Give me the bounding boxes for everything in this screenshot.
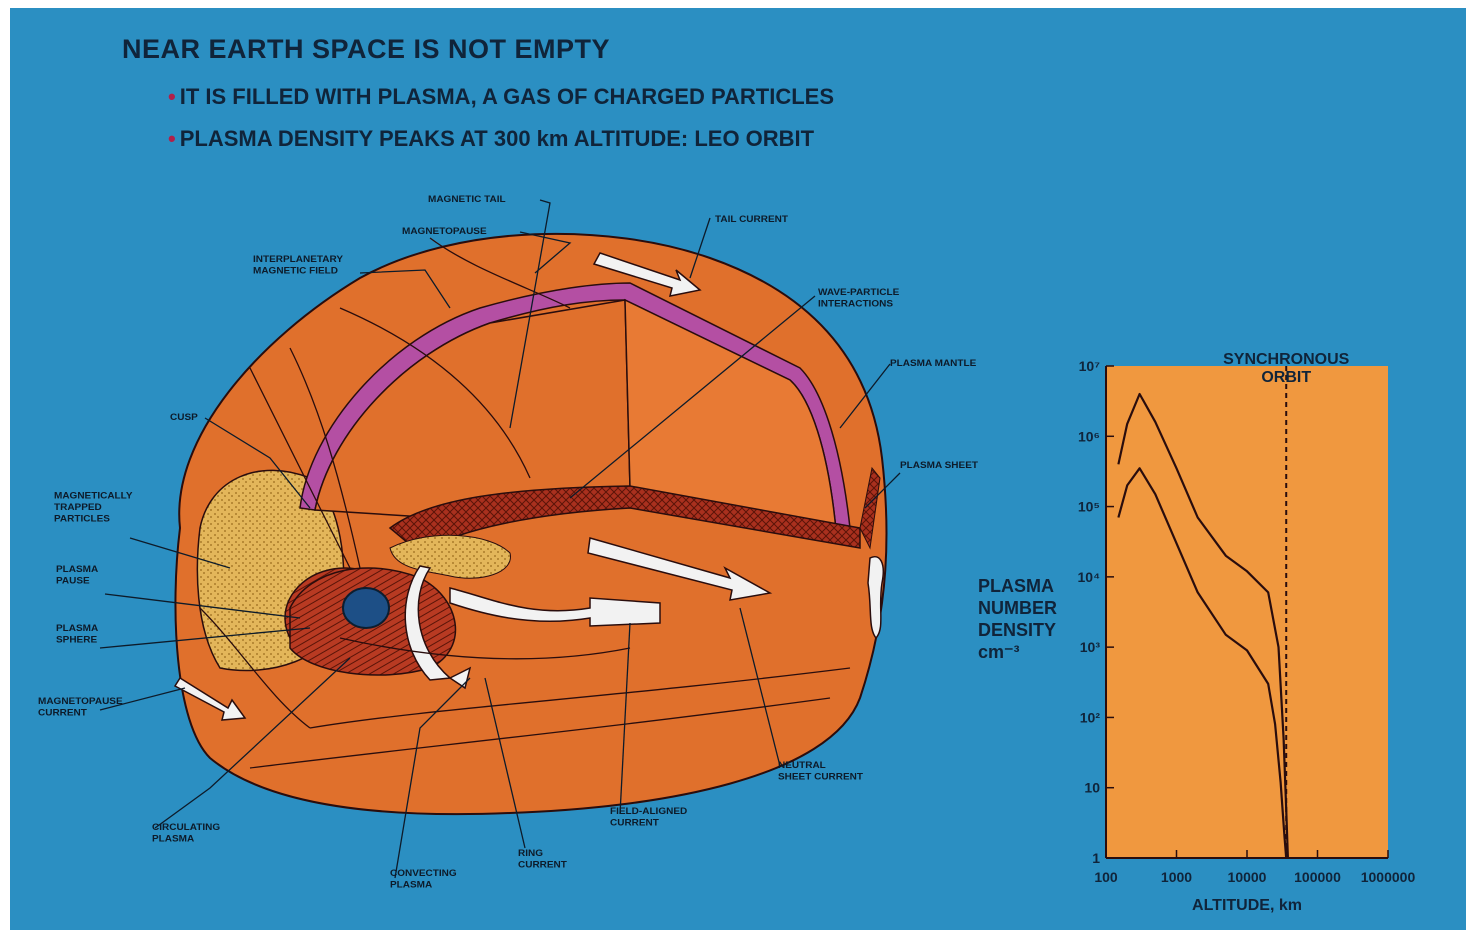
annotation-line-1: SYNCHRONOUS <box>1223 351 1350 368</box>
x-tick-label: 1000 <box>1161 869 1192 885</box>
y-tick-label: 10⁷ <box>1079 358 1101 374</box>
annotation-line-2: ORBIT <box>1261 369 1311 386</box>
y-tick-label: 1 <box>1092 850 1100 866</box>
y-tick-label: 10⁶ <box>1078 428 1100 444</box>
x-tick-label: 100 <box>1094 869 1118 885</box>
y-axis-label-line: PLASMA <box>978 576 1054 596</box>
x-tick-label: 100000 <box>1294 869 1341 885</box>
plot-area <box>1106 366 1388 858</box>
x-axis-label: ALTITUDE, km <box>1192 897 1302 914</box>
y-axis-label-line: cm⁻³ <box>978 642 1020 662</box>
y-tick-label: 10³ <box>1080 639 1101 655</box>
y-tick-label: 10⁴ <box>1078 569 1101 585</box>
y-tick-label: 10² <box>1080 709 1101 725</box>
x-tick-label: 10000 <box>1228 869 1267 885</box>
slide: NEAR EARTH SPACE IS NOT EMPTY •IT IS FIL… <box>10 8 1466 930</box>
y-axis-label-line: NUMBER <box>978 598 1057 618</box>
y-axis-label-line: DENSITY <box>978 620 1056 640</box>
density-chart: 1 10 10² 10³ 10⁴ 10⁵ 10⁶ 10⁷ 100 1000 10000 100000 1… <box>10 8 1466 930</box>
x-tick-label: 1000000 <box>1361 869 1416 885</box>
y-tick-label: 10⁵ <box>1078 499 1100 515</box>
y-tick-label: 10 <box>1084 780 1100 796</box>
